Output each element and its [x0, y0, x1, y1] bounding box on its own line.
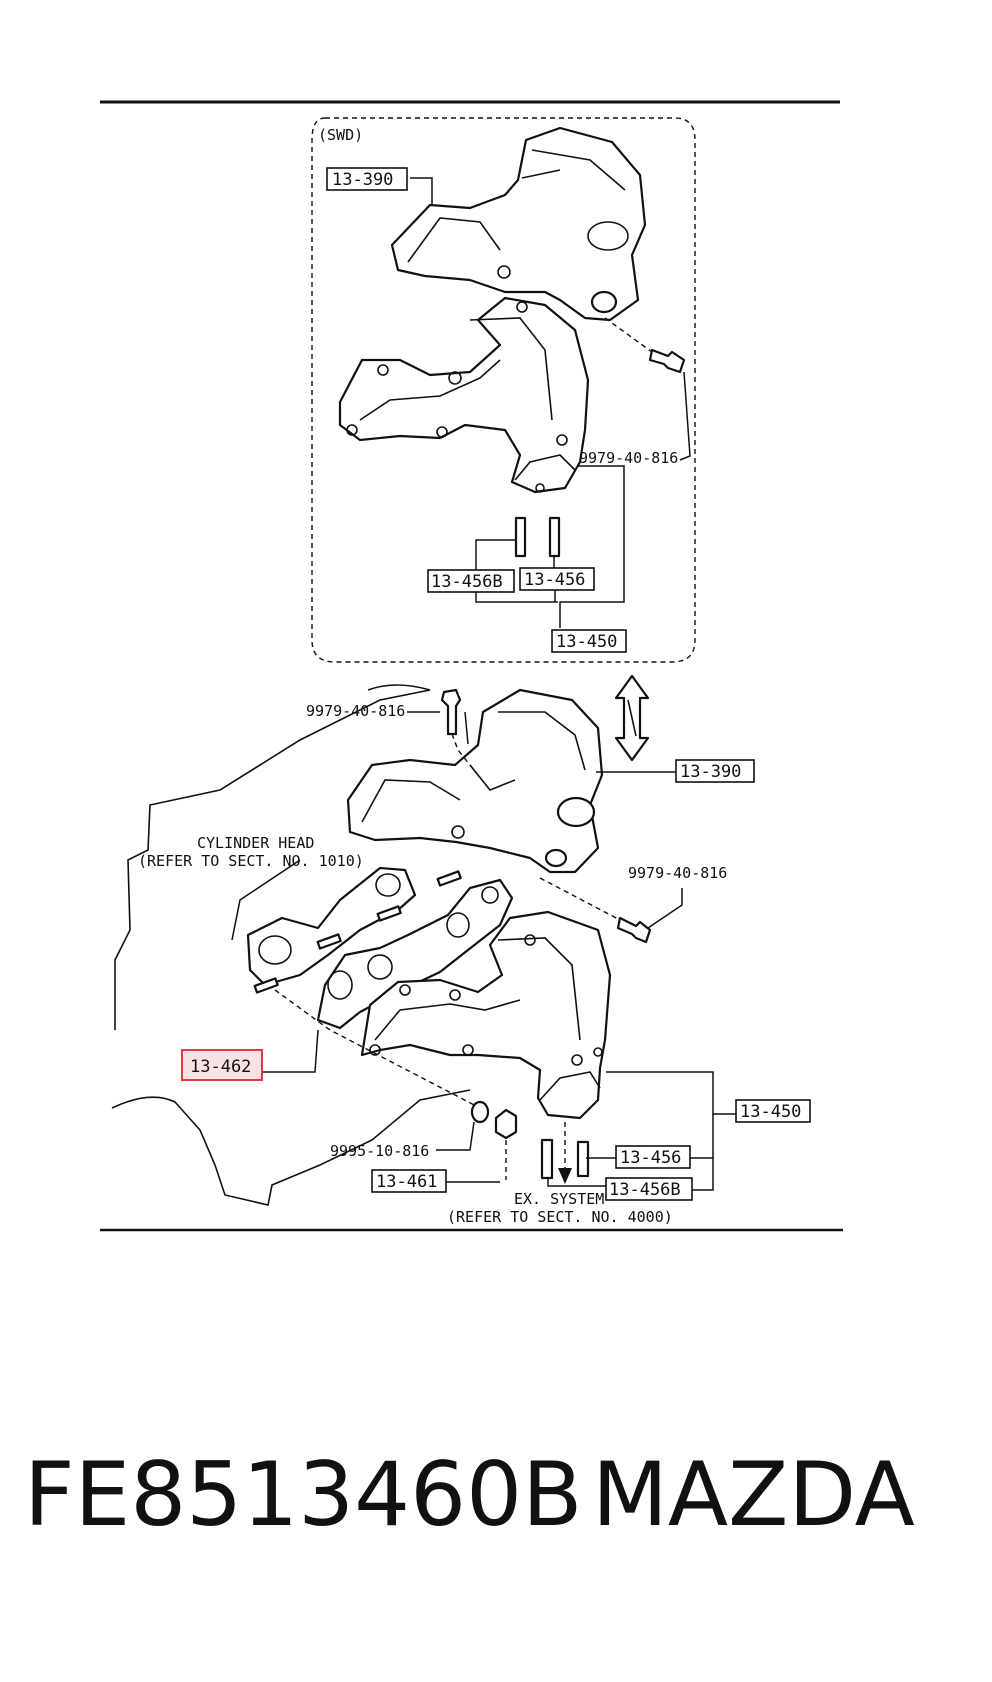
main-assembly: CYLINDER HEAD (REFER TO SECT. NO. 1010) … — [111, 674, 811, 1226]
swd-inset-border — [311, 117, 696, 663]
manifold-shape — [360, 910, 612, 1120]
stud-shape — [576, 1140, 590, 1178]
label-manifold-swd: 13-450 — [556, 632, 617, 652]
label-heat-insulator: 13-390 — [680, 762, 741, 782]
cylinder-head-outline — [114, 684, 431, 1030]
label-stud-b: 13-456B — [609, 1180, 681, 1200]
swd-variant-tag: (SWD) — [318, 126, 363, 144]
note-cylinder-head-title: CYLINDER HEAD — [197, 834, 314, 852]
label-gasket: 13-462 — [190, 1057, 251, 1077]
stud-b-shape — [540, 1138, 554, 1180]
nut-shape — [494, 1108, 518, 1140]
label-stud-swd: 13-456 — [524, 570, 585, 590]
note-cylinder-head-ref: (REFER TO SECT. NO. 1010) — [138, 852, 364, 870]
swd-inset: (SWD) 13-390 — [311, 117, 696, 663]
footer-part-number: FE8513460B — [24, 1443, 583, 1546]
bolt-right-shape — [616, 916, 652, 944]
swd-manifold-shape — [338, 296, 590, 494]
label-bolt-swd: 9979-40-816 — [579, 449, 678, 467]
note-ex-system-ref: (REFER TO SECT. NO. 4000) — [447, 1208, 673, 1226]
label-nut: 13-461 — [376, 1172, 437, 1192]
swd-stud-b-shape — [514, 516, 527, 558]
heat-insulator-shape — [346, 688, 604, 874]
footer-brand-name: MAZDA — [592, 1443, 915, 1546]
highlight-box-gasket — [181, 1049, 263, 1081]
label-stud-b-swd: 13-456B — [431, 572, 503, 592]
swd-stud-shape — [548, 516, 561, 558]
bolt-top-shape — [440, 688, 462, 736]
washer-shape — [470, 1100, 490, 1124]
swd-bolt-shape — [648, 348, 686, 374]
label-washer: 9995-10-816 — [330, 1142, 429, 1160]
label-bolt-right: 9979-40-816 — [628, 864, 727, 882]
label-bolt-top: 9979-40-816 — [306, 702, 405, 720]
label-heat-insulator-swd: 13-390 — [332, 170, 393, 190]
label-stud: 13-456 — [620, 1148, 681, 1168]
label-manifold: 13-450 — [740, 1102, 801, 1122]
note-ex-system-title: EX. SYSTEM — [514, 1190, 604, 1208]
swd-heat-insulator-shape — [390, 126, 647, 322]
